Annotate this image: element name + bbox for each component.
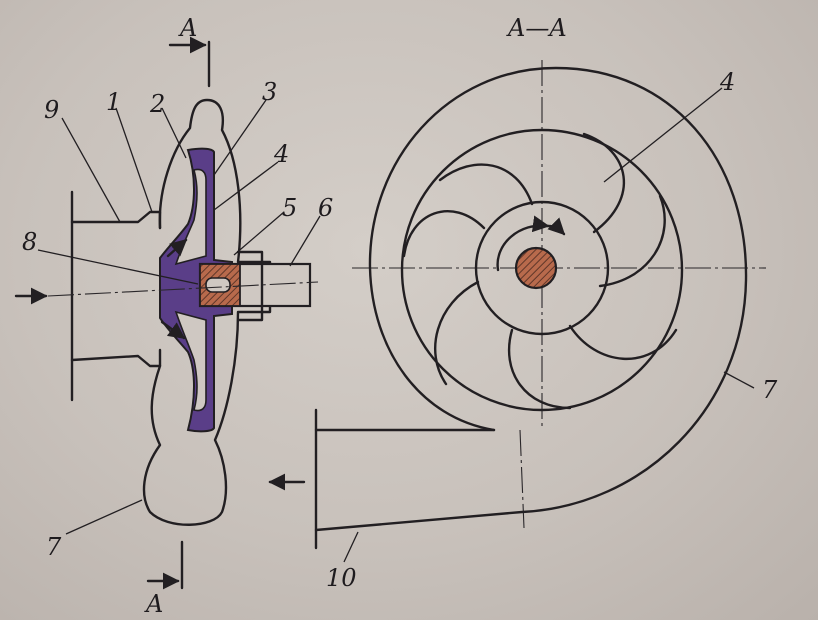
volute-spiral-casing bbox=[314, 66, 748, 532]
leader-7-left bbox=[65, 499, 143, 535]
blade bbox=[582, 132, 626, 234]
cut-label-top: A bbox=[178, 14, 197, 42]
label-9: 9 bbox=[44, 96, 59, 124]
rotation-arrow bbox=[496, 215, 550, 272]
shaft-seal bbox=[236, 250, 264, 322]
leader-7-right bbox=[723, 371, 755, 389]
leader-10 bbox=[343, 531, 359, 563]
section-a-a-view: A—A 4 bbox=[268, 14, 778, 592]
flow-arrow-up bbox=[166, 238, 188, 258]
leader-1 bbox=[115, 107, 153, 213]
leader-6 bbox=[289, 215, 321, 267]
label-6: 6 bbox=[318, 194, 333, 222]
blade bbox=[402, 210, 486, 258]
volute-casing-outline bbox=[142, 98, 272, 526]
impeller-blades bbox=[402, 132, 678, 410]
shaft-key bbox=[205, 277, 231, 293]
leader-9 bbox=[61, 117, 121, 223]
label-4-right: 4 bbox=[719, 68, 735, 96]
label-8: 8 bbox=[22, 228, 37, 256]
blade bbox=[438, 163, 534, 206]
shaft-axis-centerline bbox=[47, 281, 319, 297]
blade bbox=[507, 328, 572, 410]
blade bbox=[568, 324, 678, 361]
cut-label-bottom: A bbox=[144, 590, 163, 618]
label-1: 1 bbox=[106, 88, 121, 116]
leader-8 bbox=[37, 249, 199, 285]
leader-3 bbox=[213, 99, 267, 176]
impeller-outer-circle bbox=[400, 128, 684, 412]
impeller-eye-circle bbox=[474, 200, 610, 336]
label-10: 10 bbox=[326, 564, 357, 592]
shaft-cross-section bbox=[514, 246, 558, 290]
label-7-left: 7 bbox=[46, 533, 62, 561]
leader-2 bbox=[161, 107, 187, 159]
label-7-right: 7 bbox=[762, 376, 778, 404]
label-5: 5 bbox=[282, 194, 297, 222]
label-4: 4 bbox=[273, 140, 289, 168]
section-title: A—A bbox=[506, 14, 567, 42]
blade bbox=[598, 194, 666, 288]
impeller-shroud bbox=[159, 147, 233, 433]
rotation-arrow-tip bbox=[546, 217, 566, 236]
leader-4-right bbox=[603, 87, 723, 183]
leader-5 bbox=[233, 211, 285, 256]
side-section-view: 9 1 2 3 4 5 6 8 7 A A bbox=[14, 14, 333, 618]
label-2: 2 bbox=[149, 90, 165, 118]
inlet-pipe-bottom bbox=[70, 348, 162, 368]
leader-4 bbox=[213, 161, 279, 211]
blade bbox=[433, 280, 480, 386]
flow-arrow-down bbox=[160, 320, 186, 340]
label-3: 3 bbox=[262, 78, 277, 106]
